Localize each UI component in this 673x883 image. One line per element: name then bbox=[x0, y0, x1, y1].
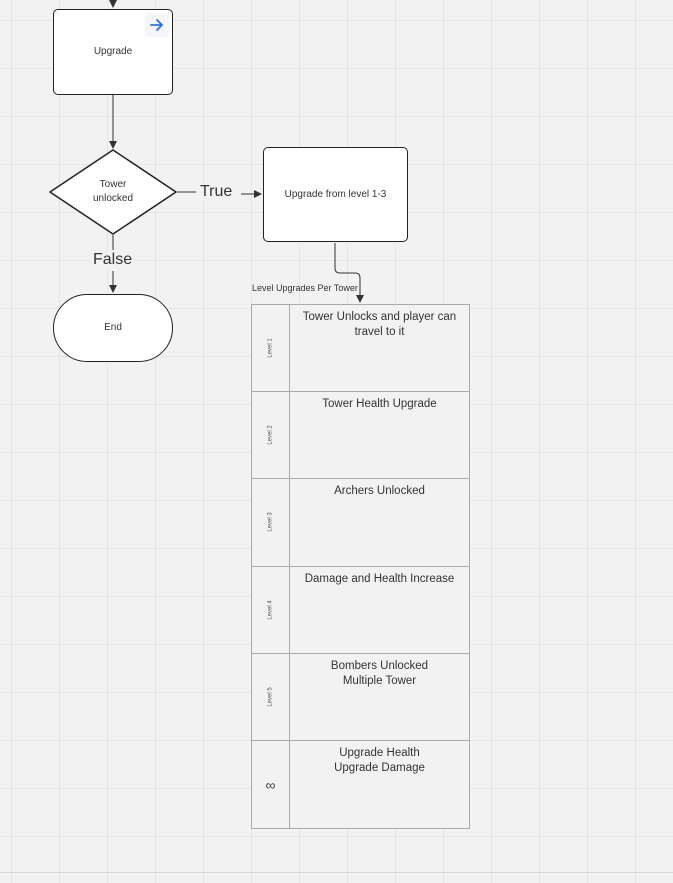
row-description: Upgrade Health Upgrade Damage bbox=[334, 746, 425, 774]
row-description: Tower Health Upgrade bbox=[322, 398, 437, 411]
table-row[interactable]: Level 5 Bombers Unlocked Multiple Tower bbox=[252, 653, 469, 741]
infinity-level-label: ∞ bbox=[265, 776, 276, 793]
arrow-right-icon bbox=[150, 19, 163, 31]
edge-label-true-text: True bbox=[200, 183, 233, 200]
edge-label-false: False bbox=[91, 251, 135, 269]
row-description: Bombers Unlocked Multiple Tower bbox=[330, 659, 429, 687]
row-level-header: Level 2 bbox=[252, 392, 290, 479]
table-row[interactable]: Level 3 Archers Unlocked bbox=[252, 479, 469, 567]
tower-unlocked-label: Tower unlocked bbox=[92, 179, 134, 204]
row-description: Archers Unlocked bbox=[334, 485, 425, 498]
row-level-header: Level 1 bbox=[252, 305, 290, 392]
row-level-header: Level 5 bbox=[252, 653, 290, 740]
level-upgrades-table[interactable]: Level 1 Tower Unlocks and player can tra… bbox=[251, 304, 470, 830]
row-level-label: Level 4 bbox=[267, 599, 274, 620]
tower-unlocked-decision[interactable]: Tower unlocked bbox=[50, 150, 176, 234]
row-level-header: Level 3 bbox=[252, 479, 290, 566]
row-level-header: ∞ bbox=[252, 740, 290, 829]
canvas-divider bbox=[0, 872, 673, 873]
row-description: Tower Unlocks and player can travel to i… bbox=[302, 311, 457, 338]
end-node[interactable]: End bbox=[53, 294, 173, 362]
upgrade-node-label: Upgrade bbox=[93, 46, 133, 57]
link-badge[interactable] bbox=[145, 13, 169, 37]
table-row[interactable]: Level 4 Damage and Health Increase bbox=[252, 566, 469, 654]
row-level-label: Level 2 bbox=[267, 425, 274, 445]
table-row[interactable]: Level 1 Tower Unlocks and player can tra… bbox=[252, 305, 469, 393]
upgrade-from-level-node[interactable]: Upgrade from level 1-3 bbox=[263, 147, 408, 242]
connector-level-to-table bbox=[334, 243, 364, 303]
row-level-label: Level 5 bbox=[267, 687, 274, 707]
upgrade-from-level-label: Upgrade from level 1-3 bbox=[284, 188, 387, 200]
edge-label-true: True bbox=[198, 183, 235, 201]
edge-label-false-text: False bbox=[93, 251, 133, 268]
row-description: Damage and Health Increase bbox=[304, 572, 455, 585]
row-level-label: Level 3 bbox=[267, 512, 274, 533]
table-row[interactable]: Level 2 Tower Health Upgrade bbox=[252, 392, 469, 480]
table-caption: Level Upgrades Per Tower bbox=[252, 283, 358, 293]
row-level-header: Level 4 bbox=[252, 566, 290, 653]
row-level-label: Level 1 bbox=[267, 338, 274, 358]
table-row[interactable]: ∞ Upgrade Health Upgrade Damage bbox=[252, 740, 469, 829]
end-node-label: End bbox=[104, 322, 122, 333]
